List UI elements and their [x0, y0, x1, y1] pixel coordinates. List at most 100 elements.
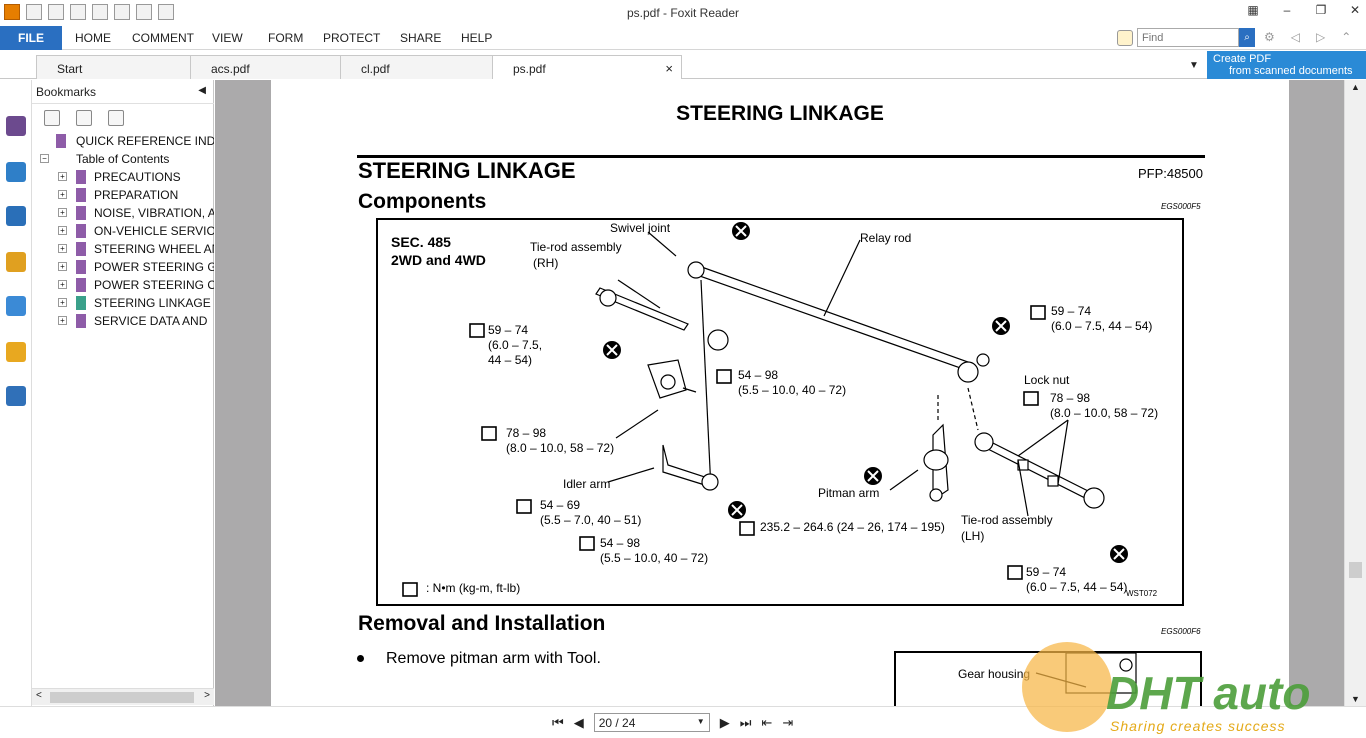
tab-cl[interactable]: cl.pdf: [340, 55, 496, 79]
menu-form[interactable]: FORM: [268, 31, 304, 45]
expand-icon[interactable]: +: [58, 226, 67, 235]
gear-housing-diagram: Gear housing: [894, 651, 1202, 706]
tab-list-dropdown-icon[interactable]: ▼: [1189, 60, 1199, 71]
signature-icon[interactable]: [6, 386, 26, 406]
figure-code: WST072: [1126, 589, 1158, 598]
menu-view[interactable]: VIEW: [212, 31, 243, 45]
minimize-button[interactable]: –: [1283, 3, 1291, 17]
create-pdf-banner[interactable]: Create PDF from scanned documents: [1207, 51, 1366, 79]
restore-button[interactable]: ❐: [1315, 3, 1327, 17]
new-icon[interactable]: [114, 4, 130, 20]
foxit-logo-icon: [4, 4, 20, 20]
first-page-icon[interactable]: ⏮: [552, 714, 564, 730]
expand-icon[interactable]: +: [58, 298, 67, 307]
scroll-up-icon[interactable]: ▲: [1351, 82, 1360, 92]
torque-3: 54 – 98: [738, 368, 779, 382]
linkage-drawing: [402, 222, 1128, 597]
settings-icon[interactable]: ⚙: [1264, 30, 1275, 44]
scroll-right-icon[interactable]: >: [204, 690, 210, 701]
expand-icon[interactable]: +: [58, 280, 67, 289]
bookmark-item[interactable]: +PRECAUTIONS: [32, 168, 214, 186]
bookmark-item[interactable]: −Table of Contents: [32, 150, 214, 168]
search-button[interactable]: ⌕: [1239, 28, 1255, 47]
document-viewport: STEERING LINKAGE STEERING LINKAGE PFP:48…: [215, 80, 1344, 706]
close-tab-icon[interactable]: ×: [665, 61, 673, 76]
collapse-icon[interactable]: −: [40, 154, 49, 163]
document-scrollbar[interactable]: ▲ ▼: [1344, 80, 1366, 706]
collapse-panel-icon[interactable]: ◀: [198, 85, 206, 96]
open-icon[interactable]: [26, 4, 42, 20]
prev-result-icon[interactable]: ◁: [1290, 30, 1300, 44]
page-dropdown-icon[interactable]: ▼: [696, 717, 705, 726]
prev-page-icon[interactable]: ◀: [573, 714, 584, 730]
expand-icon[interactable]: +: [58, 244, 67, 253]
bookmark-item[interactable]: +SERVICE DATA AND: [32, 312, 214, 330]
sec-number: SEC. 485: [391, 234, 451, 250]
scroll-down-icon[interactable]: ▼: [1351, 694, 1360, 704]
tab-label: ps.pdf: [513, 62, 546, 76]
bookmark-item[interactable]: +POWER STEERING G: [32, 258, 214, 276]
bookmarks-icon[interactable]: [6, 116, 26, 136]
previous-view-icon[interactable]: ⇤: [761, 714, 773, 730]
menu-help[interactable]: HELP: [461, 31, 493, 45]
tab-label: cl.pdf: [361, 62, 390, 76]
print-icon[interactable]: [70, 4, 86, 20]
instruction-bullet: Remove pitman arm with Tool.: [357, 650, 601, 668]
expand-icon[interactable]: +: [58, 316, 67, 325]
security-icon[interactable]: [6, 342, 26, 362]
panel-icon-strip: [0, 80, 32, 706]
find-folder-icon[interactable]: [1117, 30, 1133, 46]
layers-icon[interactable]: [6, 206, 26, 226]
bookmark-item[interactable]: +STEERING WHEEL AN: [32, 240, 214, 258]
bookmark-item[interactable]: +ON-VEHICLE SERVICE: [32, 222, 214, 240]
next-page-icon[interactable]: ▶: [719, 714, 730, 730]
tab-ps[interactable]: ps.pdf ×: [492, 55, 682, 79]
bookmark-item[interactable]: +PREPARATION: [32, 186, 214, 204]
torque-2: 59 – 74: [1051, 304, 1092, 318]
window-title: ps.pdf - Foxit Reader: [626, 6, 740, 20]
expand-bookmarks-icon[interactable]: [44, 110, 60, 126]
menu-protect[interactable]: PROTECT: [323, 31, 381, 45]
menu-home[interactable]: HOME: [75, 31, 111, 45]
torque-6-range: (5.5 – 7.0, 40 – 51): [540, 513, 642, 527]
goto-bookmark-icon[interactable]: [108, 110, 124, 126]
expand-icon[interactable]: +: [58, 190, 67, 199]
bookmark-item[interactable]: +POWER STEERING O: [32, 276, 214, 294]
menu-share[interactable]: SHARE: [400, 31, 442, 45]
page-number-input[interactable]: 20 / 24▼: [593, 713, 710, 732]
find-input[interactable]: [1137, 28, 1239, 47]
layout-icon[interactable]: ▦: [1247, 3, 1259, 17]
file-menu[interactable]: FILE: [0, 26, 62, 50]
next-view-icon[interactable]: ⇥: [782, 714, 794, 730]
status-bar: ⏮ ◀ 20 / 24▼ ▶ ⏭ ⇤ ⇥: [0, 706, 1366, 738]
attachments-icon[interactable]: [6, 296, 26, 316]
create-pdf-line1: Create PDF: [1213, 53, 1272, 65]
bookmark-item-active[interactable]: +STEERING LINKAGE: [32, 294, 214, 312]
save-icon[interactable]: [48, 4, 64, 20]
last-page-icon[interactable]: ⏭: [739, 714, 752, 730]
close-button[interactable]: ✕: [1349, 3, 1361, 17]
tab-start[interactable]: Start: [36, 55, 196, 79]
scroll-left-icon[interactable]: <: [36, 690, 42, 701]
bookmark-icon: [76, 206, 86, 220]
expand-icon[interactable]: +: [58, 172, 67, 181]
torque-5-range: (8.0 – 10.0, 58 – 72): [506, 441, 615, 455]
properties-icon[interactable]: [92, 4, 108, 20]
collapse-ribbon-icon[interactable]: ⌃: [1341, 30, 1352, 44]
add-bookmark-icon[interactable]: [76, 110, 92, 126]
menu-comment[interactable]: COMMENT: [132, 31, 194, 45]
redo-icon[interactable]: [158, 4, 174, 20]
scrollbar-thumb[interactable]: [1349, 562, 1362, 578]
comments-icon[interactable]: [6, 252, 26, 272]
scrollbar-thumb[interactable]: [50, 692, 194, 703]
undo-icon[interactable]: [136, 4, 152, 20]
expand-icon[interactable]: +: [58, 208, 67, 217]
bookmark-item[interactable]: QUICK REFERENCE INDE: [32, 132, 214, 150]
tab-label: Start: [57, 62, 83, 76]
bookmark-item[interactable]: +NOISE, VIBRATION, A: [32, 204, 214, 222]
next-result-icon[interactable]: ▷: [1316, 30, 1326, 44]
tab-acs[interactable]: acs.pdf: [190, 55, 346, 79]
pages-icon[interactable]: [6, 162, 26, 182]
bookmark-scrollbar[interactable]: < >: [32, 688, 214, 705]
expand-icon[interactable]: +: [58, 262, 67, 271]
